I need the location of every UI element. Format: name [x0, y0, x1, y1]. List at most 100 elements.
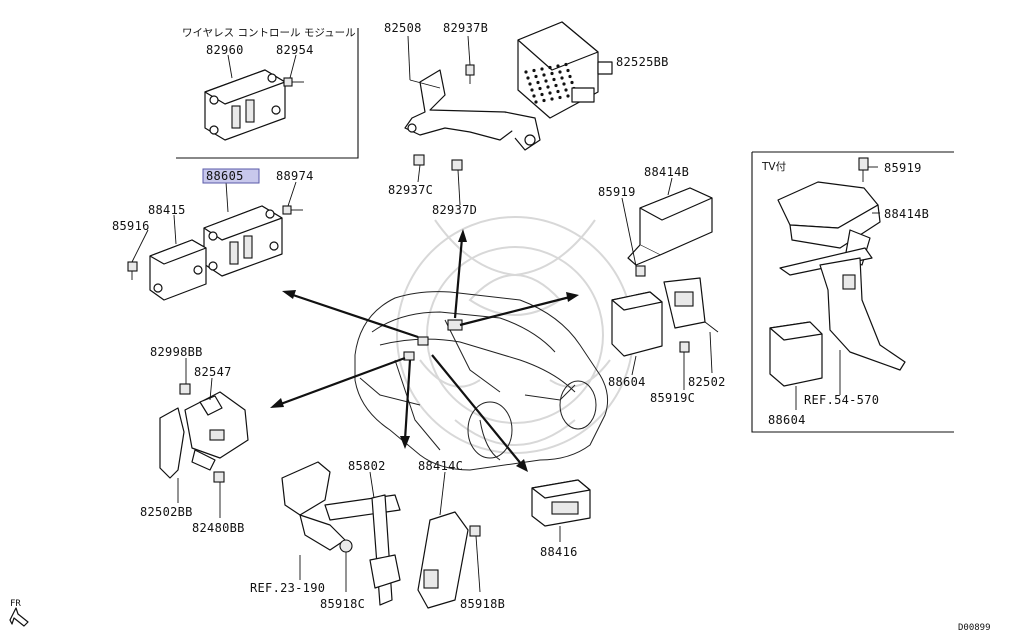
callout-arrows — [270, 229, 579, 472]
label-82937D[interactable]: 82937D — [432, 203, 477, 217]
front-label: FR — [10, 599, 21, 609]
vent-hole — [536, 80, 540, 85]
vent-hole — [554, 83, 558, 88]
bracket-88414B[interactable] — [627, 187, 713, 266]
wireless-module-label: ワイヤレス コントロール モジュール — [182, 27, 356, 39]
vent-hole — [556, 89, 560, 94]
label-88604[interactable]: 88604 — [608, 375, 646, 389]
tv-option-label: TV付 — [761, 160, 786, 173]
nut-85918B[interactable] — [469, 525, 481, 537]
label-82937C[interactable]: 82937C — [388, 183, 433, 197]
tv-option-frame — [751, 151, 954, 433]
bracket-82502[interactable] — [663, 277, 719, 333]
vent-hole — [562, 82, 566, 86]
screw-82954[interactable] — [283, 77, 304, 87]
vent-hole — [550, 97, 554, 101]
label-85802[interactable]: 85802 — [348, 459, 386, 473]
label-85918C[interactable]: 85918C — [320, 597, 365, 611]
label-88974[interactable]: 88974 — [276, 169, 314, 183]
label-82508[interactable]: 82508 — [384, 21, 422, 35]
label-88415[interactable]: 88415 — [148, 203, 186, 217]
bolt-82937C[interactable] — [413, 154, 425, 166]
label-82525BB[interactable]: 82525BB — [616, 55, 669, 69]
screw-85919[interactable] — [635, 265, 646, 277]
vent-hole — [552, 77, 556, 82]
vent-grid — [524, 62, 578, 104]
vent-hole — [538, 86, 542, 91]
label-88605[interactable]: 88605 — [206, 169, 244, 183]
vent-hole — [542, 98, 546, 103]
module-88415[interactable] — [149, 239, 207, 301]
bolt-82937B[interactable] — [465, 64, 475, 84]
tv-bracket-88414B[interactable] — [777, 181, 906, 371]
tv-module-88604[interactable] — [769, 321, 823, 387]
label-82480BB[interactable]: 82480BB — [192, 521, 245, 535]
control-unit-82525BB[interactable] — [517, 21, 613, 119]
bracket-82508[interactable] — [404, 69, 541, 151]
label-82502BB[interactable]: 82502BB — [140, 505, 193, 519]
vent-hole — [558, 70, 562, 74]
label-85919C[interactable]: 85919C — [650, 391, 695, 405]
vent-hole — [560, 76, 564, 80]
label-88416[interactable]: 88416 — [540, 545, 578, 559]
module-88414C[interactable] — [417, 511, 469, 609]
label-88414B[interactable]: 88414B — [644, 165, 689, 179]
label-82502[interactable]: 82502 — [688, 375, 726, 389]
vent-hole — [532, 94, 536, 98]
label-85916[interactable]: 85916 — [112, 219, 150, 233]
label-82954[interactable]: 82954 — [276, 43, 314, 57]
vent-hole — [534, 100, 538, 104]
part-labels: ワイヤレス コントロール モジュール 82960 82954 88605 889… — [10, 21, 991, 633]
tv-label-85919[interactable]: 85919 — [884, 161, 922, 175]
vent-hole — [568, 74, 572, 79]
screw-82480BB[interactable] — [213, 471, 225, 483]
tv-label-88414B[interactable]: 88414B — [884, 207, 929, 221]
vent-hole — [564, 62, 568, 67]
screw-88974[interactable] — [282, 205, 303, 215]
label-85919[interactable]: 85919 — [598, 185, 636, 199]
vent-hole — [540, 67, 544, 71]
vent-hole — [546, 85, 550, 89]
vent-hole — [548, 91, 552, 95]
vent-hole — [566, 94, 570, 98]
label-ref-23-190[interactable]: REF.23-190 — [250, 581, 325, 595]
diagram-code: D00899 — [958, 623, 991, 633]
vent-hole — [528, 82, 532, 86]
vent-hole — [570, 80, 574, 85]
module-88604[interactable] — [611, 291, 663, 357]
front-direction-arrow-icon — [9, 607, 29, 627]
screw-82998BB[interactable] — [179, 383, 191, 395]
label-82937B[interactable]: 82937B — [443, 21, 488, 35]
tv-screw-85919[interactable] — [858, 157, 869, 182]
wireless-control-module-82960[interactable] — [204, 69, 286, 141]
watermark-emblem-icon — [396, 216, 634, 454]
vent-hole — [566, 68, 570, 73]
highlight-88605 — [202, 168, 260, 184]
label-82960[interactable]: 82960 — [206, 43, 244, 57]
switch-88416[interactable] — [531, 479, 591, 527]
vent-hole — [530, 88, 534, 92]
label-82998BB[interactable]: 82998BB — [150, 345, 203, 359]
vent-hole — [534, 74, 538, 79]
lock-assembly-82547[interactable] — [159, 391, 249, 479]
label-88414C[interactable]: 88414C — [418, 459, 463, 473]
tv-label-88604[interactable]: 88604 — [768, 413, 806, 427]
leader-lines — [131, 35, 880, 593]
vent-hole — [550, 71, 554, 76]
tv-label-ref-54-570[interactable]: REF.54-570 — [804, 393, 879, 407]
bracket-85802[interactable] — [281, 461, 401, 606]
vent-hole — [532, 68, 536, 73]
vent-hole — [558, 95, 562, 100]
vehicle-silhouette — [354, 291, 609, 471]
label-82547[interactable]: 82547 — [194, 365, 232, 379]
vent-hole — [540, 92, 544, 97]
vent-hole — [526, 76, 530, 80]
screw-85916[interactable] — [127, 261, 138, 280]
screw-85919C[interactable] — [679, 341, 690, 353]
vent-hole — [544, 79, 548, 83]
label-85918B[interactable]: 85918B — [460, 597, 505, 611]
bolt-82937D[interactable] — [451, 159, 463, 171]
module-88605[interactable] — [203, 205, 283, 277]
nut-85918C[interactable] — [339, 539, 353, 553]
